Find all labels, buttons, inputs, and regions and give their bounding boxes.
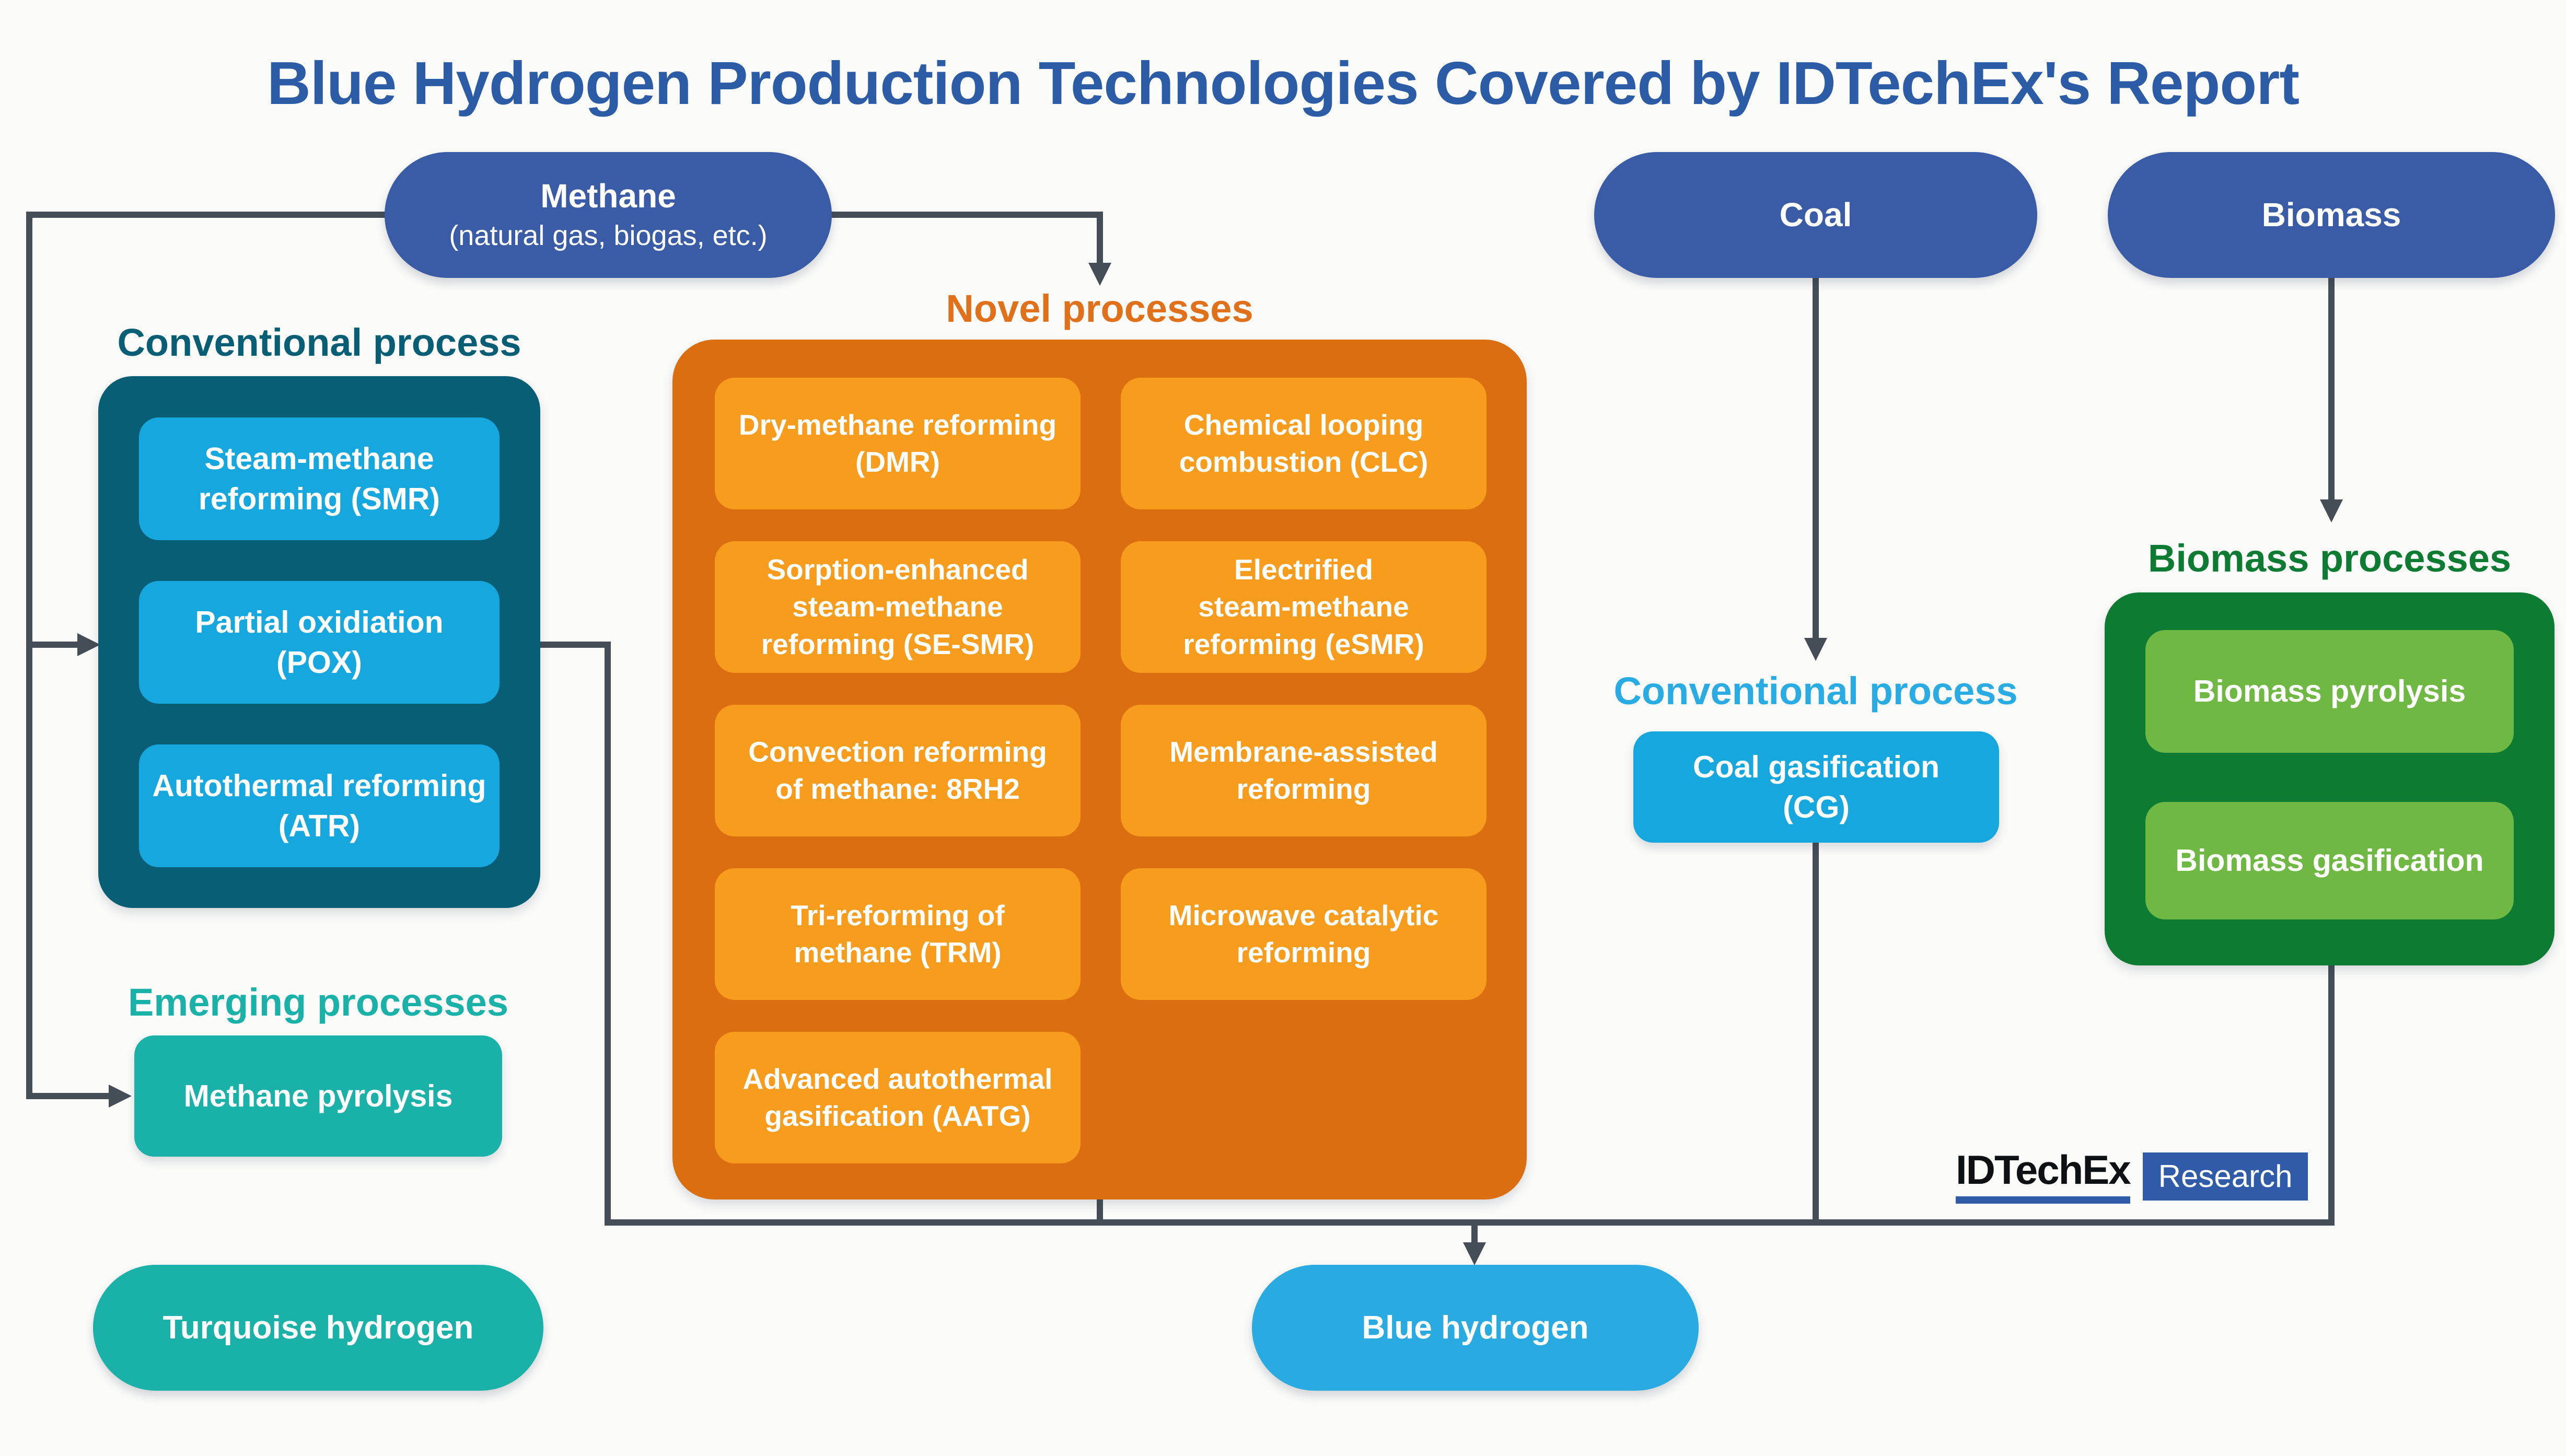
process-smr: Steam-methane reforming (SMR): [139, 417, 500, 540]
outcome-turquoise-hydrogen: Turquoise hydrogen: [93, 1265, 543, 1391]
source-methane: Methane (natural gas, biogas, etc.): [385, 152, 832, 278]
idtechex-logo: IDTechEx Research: [1956, 1149, 2308, 1204]
arrowhead-into-conventional: [77, 633, 100, 656]
process-trm: Tri-reforming of methane (TRM): [715, 868, 1081, 1000]
arrowhead-biomass: [2320, 499, 2343, 522]
process-esmr: Electrified steam-methane reforming (eSM…: [1121, 541, 1487, 673]
heading-conventional-methane: Conventional process: [117, 321, 521, 364]
arrowhead-novel: [1088, 263, 1111, 286]
process-methane-pyrolysis: Methane pyrolysis: [134, 1035, 502, 1157]
heading-novel: Novel processes: [946, 287, 1253, 330]
connector-into-pyrolysis: [26, 1093, 110, 1099]
connector-blue-hydrogen-drop: [1471, 1222, 1478, 1244]
process-8rh2: Convection reforming of methane: 8RH2: [715, 705, 1081, 836]
idtechex-logo-brand: IDTechEx: [1956, 1147, 2131, 1193]
biomass-label: Biomass: [2261, 195, 2401, 234]
methane-label: Methane: [540, 177, 676, 215]
connector-into-conventional: [26, 642, 78, 648]
process-atr: Autothermal reforming (ATR): [139, 744, 500, 867]
connector-biomass-drop: [2328, 276, 2335, 502]
idtechex-logo-division: Research: [2142, 1152, 2308, 1201]
idtechex-logo-underline: [1956, 1196, 2130, 1204]
connector-biomass-down: [2328, 964, 2335, 1226]
group-novel: Dry-methane reforming (DMR) Chemical loo…: [672, 340, 1527, 1199]
connector-novel-down: [1097, 1196, 1103, 1224]
heading-emerging: Emerging processes: [128, 981, 508, 1024]
arrowhead-coal: [1804, 638, 1827, 661]
process-aatg: Advanced autothermal gasification (AATG): [715, 1032, 1081, 1163]
coal-label: Coal: [1779, 195, 1852, 234]
outcome-blue-hydrogen: Blue hydrogen: [1252, 1265, 1699, 1391]
connector-mid-vertical: [605, 642, 611, 1226]
connector-conventional-out: [538, 642, 611, 648]
connector-methane-left: [26, 212, 388, 218]
process-membrane: Membrane-assisted reforming: [1121, 705, 1487, 836]
heading-conventional-coal: Conventional process: [1613, 669, 2018, 713]
arrowhead-into-pyrolysis: [109, 1085, 132, 1108]
process-biomass-gasification: Biomass gasification: [2145, 802, 2514, 919]
idtechex-logo-brand-wrap: IDTechEx: [1956, 1147, 2131, 1204]
connector-left-rail: [26, 212, 32, 1099]
connector-cg-down: [1813, 842, 1819, 1226]
heading-biomass-processes: Biomass processes: [2147, 537, 2512, 580]
arrowhead-blue-hydrogen: [1463, 1242, 1486, 1265]
process-pox: Partial oxidiation (POX): [139, 581, 500, 704]
page-title: Blue Hydrogen Production Technologies Co…: [267, 49, 2300, 117]
connector-methane-right: [830, 212, 1103, 218]
process-biomass-pyrolysis: Biomass pyrolysis: [2145, 630, 2514, 753]
process-coal-gasification: Coal gasification (CG): [1633, 731, 1999, 843]
process-se-smr: Sorption-enhanced steam-methane reformin…: [715, 541, 1081, 673]
process-microwave: Microwave catalytic reforming: [1121, 868, 1487, 1000]
process-dmr: Dry-methane reforming (DMR): [715, 378, 1081, 509]
connector-bottom-bus: [605, 1219, 2335, 1226]
process-clc: Chemical looping combustion (CLC): [1121, 378, 1487, 509]
source-biomass: Biomass: [2108, 152, 2555, 278]
connector-novel-drop: [1097, 212, 1103, 265]
methane-sublabel: (natural gas, biogas, etc.): [449, 219, 768, 251]
connector-coal-drop: [1813, 276, 1819, 640]
source-coal: Coal: [1594, 152, 2037, 278]
